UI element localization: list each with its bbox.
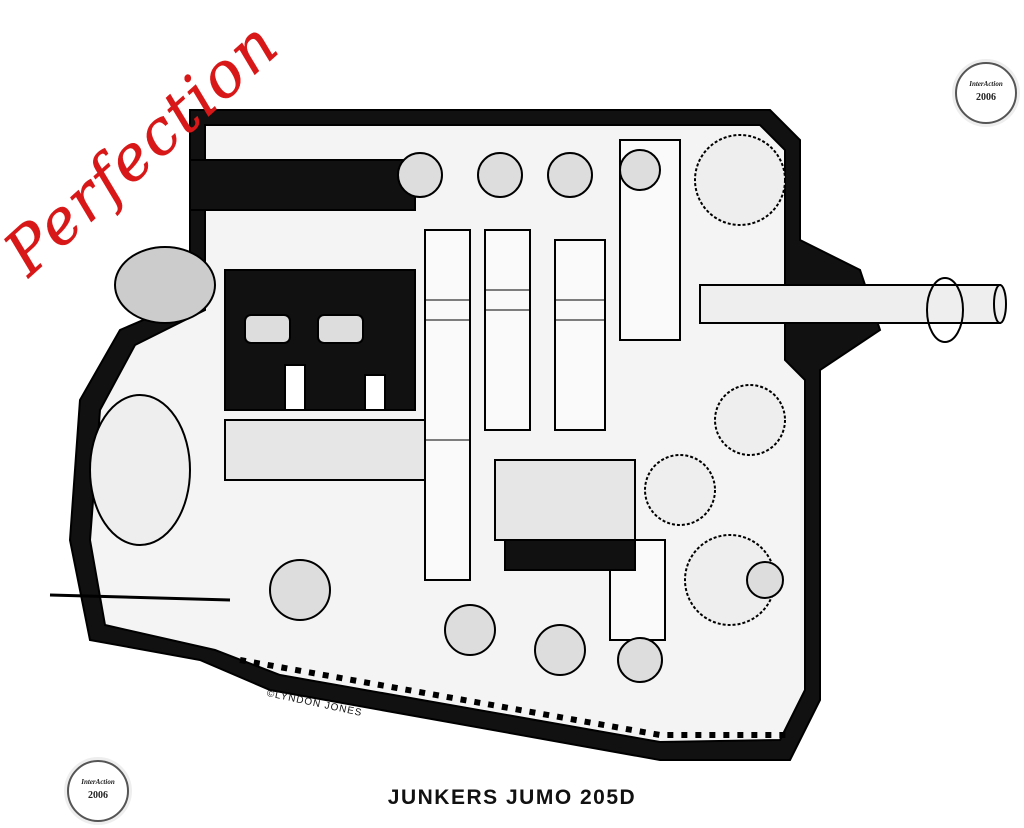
camshaft [397,149,661,198]
sump-flange [239,657,790,738]
watermark-seal-top-right: InterAction 2006 [955,62,1017,124]
seal-brand: InterAction [81,778,115,786]
propeller-shaft [699,277,1007,343]
seal-year: 2006 [976,92,996,103]
illustration-title: JUNKERS JUMO 205D [387,786,637,809]
air-filter [114,246,216,324]
seal-year: 2006 [88,790,108,801]
gear-train [644,134,786,626]
seal-brand: InterAction [969,80,1003,88]
cylinders [424,139,681,641]
supercharger-housing [89,394,191,546]
crankshaft [269,559,663,683]
watermark-seal-bottom-left: InterAction 2006 [67,760,129,822]
cylinder-head-cover [189,159,416,211]
injection-pump-rail [224,419,426,481]
